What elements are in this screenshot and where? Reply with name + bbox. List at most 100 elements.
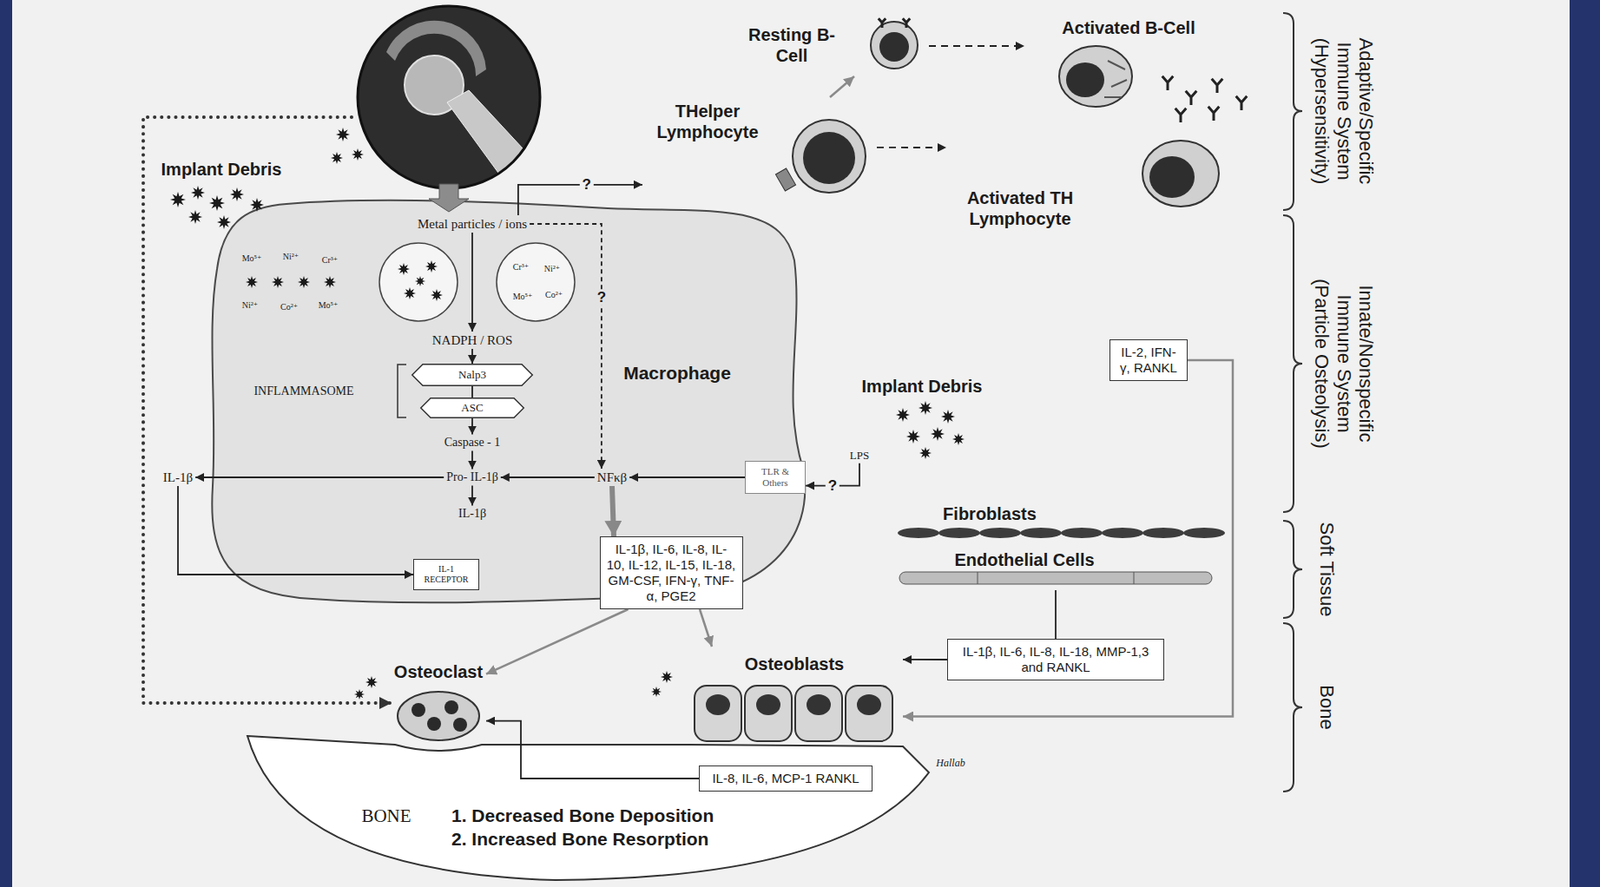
node-text: ASC bbox=[460, 401, 483, 415]
hexagon-shape bbox=[412, 364, 534, 387]
osteoblast-cell bbox=[744, 685, 792, 742]
node-text: Nalp3 bbox=[458, 368, 487, 382]
debris-particle bbox=[414, 276, 426, 287]
cell-nucleus bbox=[806, 694, 831, 716]
debris-dotted-path bbox=[143, 117, 391, 704]
ion-label: Mo⁵⁺ bbox=[318, 300, 339, 311]
cytokine-box: IL-1β, IL-6, IL-8, IL-18, MMP-1,3 and RA… bbox=[947, 638, 1165, 681]
connector-arrow bbox=[471, 450, 474, 469]
cytokine-box: IL-1β, IL-6, IL-8, IL-10, IL-12, IL-15, … bbox=[599, 536, 744, 610]
debris-particle bbox=[354, 689, 365, 700]
debris-label: Implant Debris bbox=[161, 159, 283, 180]
activated-b-cell bbox=[1059, 46, 1133, 107]
node-text: Osteoclast bbox=[394, 661, 483, 683]
endothelial-junction bbox=[977, 572, 979, 585]
connector-arrow bbox=[471, 386, 474, 398]
macrophage-cell: MacrophageMetal particles / ionsNADPH / … bbox=[199, 195, 817, 608]
section-label: Soft Tissue bbox=[1315, 517, 1337, 622]
cell-label: THelper Lymphocyte bbox=[642, 97, 877, 207]
cell-label: Osteoblasts bbox=[685, 646, 903, 747]
debris-particle bbox=[397, 263, 410, 276]
bone-label: BONE bbox=[361, 805, 411, 827]
osteoblast-cell bbox=[694, 685, 742, 742]
hexagon-shape bbox=[421, 398, 525, 419]
debris-particle bbox=[170, 191, 186, 208]
endoplasmic-reticulum bbox=[1111, 79, 1127, 87]
process-label: Metal particles / ions bbox=[414, 215, 530, 233]
node-text: IL-1β, IL-6, IL-8, IL-10, IL-12, IL-15, … bbox=[606, 541, 737, 605]
endoplasmic-reticulum bbox=[1104, 96, 1122, 99]
stimulus-label: LPS bbox=[847, 447, 872, 464]
node-text: Metal particles / ions bbox=[417, 216, 527, 232]
outcome-item: 2. Increased Bone Resorption bbox=[451, 829, 709, 850]
connector-arrow bbox=[486, 609, 629, 675]
fibroblast-cell bbox=[1142, 527, 1185, 539]
edge-label: ? bbox=[579, 176, 593, 193]
debris-particle bbox=[919, 447, 932, 460]
cell-nucleus bbox=[879, 32, 909, 62]
ion-label: Ni²⁺ bbox=[242, 300, 258, 311]
connector-arrow bbox=[928, 45, 1025, 47]
hexagon-outline bbox=[420, 397, 525, 419]
connector-arrow bbox=[195, 476, 444, 479]
implant-photo bbox=[357, 6, 540, 189]
connector-arrow bbox=[612, 486, 614, 537]
section-brace bbox=[1283, 623, 1303, 792]
implant-photo-border bbox=[357, 6, 540, 189]
ion-label: Co²⁺ bbox=[545, 289, 563, 301]
debris-particle bbox=[245, 276, 258, 289]
debris-particle bbox=[651, 686, 662, 698]
debris-particle bbox=[918, 401, 933, 415]
antibody bbox=[1211, 79, 1224, 93]
connector-arrow bbox=[876, 146, 947, 149]
debris-particle bbox=[297, 276, 310, 289]
node-text: Caspase - 1 bbox=[444, 435, 501, 451]
cytokine-box: IL-2, IFN-γ, RANKL bbox=[1109, 339, 1188, 382]
node-text: THelper Lymphocyte bbox=[646, 100, 769, 143]
activated-t-cell bbox=[1142, 140, 1219, 207]
connector-arrow bbox=[629, 476, 745, 479]
debris-particle bbox=[190, 185, 205, 200]
ion-label: Ni²⁺ bbox=[283, 251, 299, 263]
debris-particle bbox=[941, 409, 955, 424]
node-text: IL-8, IL-6, MCP-1 RANKL bbox=[711, 770, 859, 787]
debris-particle bbox=[323, 276, 336, 289]
debris-particle bbox=[271, 276, 284, 289]
node-text: TLR & Others bbox=[751, 466, 799, 489]
node-text: IL-2, IFN-γ, RANKL bbox=[1116, 344, 1181, 376]
process-label: NFκβ bbox=[594, 468, 630, 487]
connector-arrow bbox=[902, 658, 948, 661]
t-cell-receptor bbox=[775, 168, 796, 191]
osteoblast-cell bbox=[845, 685, 893, 742]
t-helper-cell bbox=[792, 119, 866, 193]
connector-arrow bbox=[471, 348, 474, 364]
node-text: Endothelial Cells bbox=[954, 549, 1094, 571]
ion-label: Cr³⁺ bbox=[322, 255, 338, 266]
debris-particle bbox=[425, 260, 438, 273]
ion-label: Ni²⁺ bbox=[544, 263, 560, 275]
author-watermark: Hallab bbox=[935, 757, 965, 771]
page-ground bbox=[12, 0, 1570, 887]
debris-particle bbox=[188, 210, 203, 224]
node-text: Pro- IL-1β bbox=[446, 470, 499, 486]
cell-nucleus bbox=[705, 694, 731, 716]
fibroblast-cell bbox=[897, 527, 940, 539]
fibroblast-cell bbox=[938, 527, 981, 539]
debris-particle bbox=[330, 151, 343, 165]
inflammasome-bracket bbox=[397, 364, 407, 418]
outcome-item: 1. Decreased Bone Deposition bbox=[451, 805, 714, 827]
resting-b-cell bbox=[870, 21, 918, 69]
node-text: Osteoblasts bbox=[744, 653, 844, 675]
bone-outline bbox=[247, 736, 929, 881]
antibody bbox=[1208, 106, 1220, 121]
cytokine-box: IL-8, IL-6, MCP-1 RANKL bbox=[698, 765, 873, 792]
ion-vesicle bbox=[496, 243, 575, 322]
connector-arrow bbox=[805, 463, 860, 487]
node-text: NFκβ bbox=[597, 469, 627, 486]
process-label: IL-1β bbox=[455, 506, 489, 523]
debris-particle bbox=[365, 676, 378, 689]
cell-label: Resting B-Cell bbox=[742, 15, 929, 77]
receptor-box: IL-1 RECEPTOR bbox=[413, 559, 480, 591]
process-label: Pro- IL-1β bbox=[443, 469, 501, 487]
